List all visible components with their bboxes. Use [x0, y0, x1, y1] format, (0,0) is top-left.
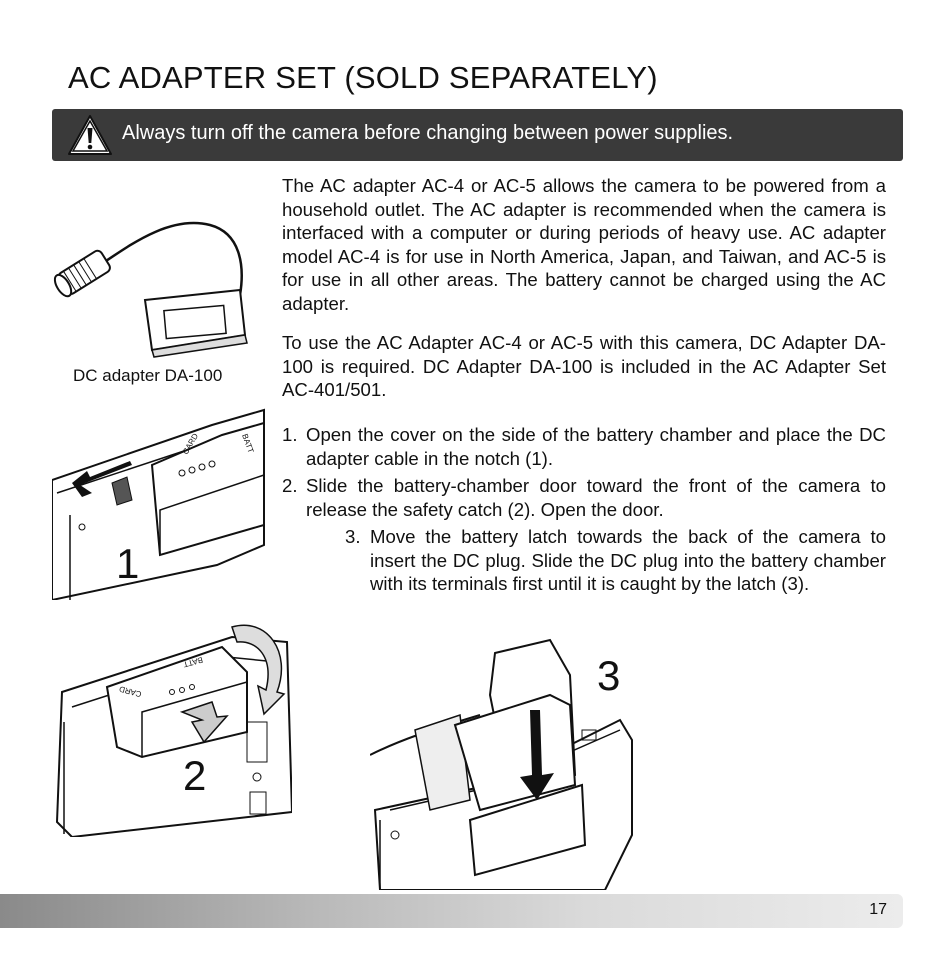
step-number: 2. [282, 475, 298, 496]
figure-1-illustration: CARD BATT [52, 405, 267, 600]
figure-3-illustration [370, 635, 640, 890]
warning-text: Always turn off the camera before changi… [122, 122, 734, 144]
step-1: 1. Open the cover on the side of the bat… [282, 423, 886, 470]
intro-paragraph: The AC adapter AC-4 or AC-5 allows the c… [282, 175, 886, 314]
figure-label-1: 1 [116, 540, 140, 587]
step-text: Move the battery latch towards the back … [370, 526, 886, 594]
step-3: 3. Move the battery latch towards the ba… [345, 525, 886, 596]
warning-banner: Always turn off the camera before changi… [52, 109, 903, 161]
step-text: Slide the battery-chamber door toward th… [306, 475, 886, 520]
footer-bar: 17 [0, 894, 903, 928]
figure-2-illustration: CARD BATT [52, 612, 292, 837]
page-number: 17 [869, 901, 887, 918]
step-number: 1. [282, 424, 298, 445]
requirement-paragraph: To use the AC Adapter AC-4 or AC-5 with … [282, 332, 886, 400]
step-text: Open the cover on the side of the batter… [306, 424, 886, 469]
dc-adapter-illustration [40, 205, 270, 365]
dc-adapter-caption: DC adapter DA-100 [73, 366, 223, 385]
step-number: 3. [345, 526, 361, 547]
figure-label-2: 2 [183, 752, 207, 799]
page-title: AC ADAPTER SET (SOLD SEPARATELY) [68, 60, 658, 95]
step-2: 2. Slide the battery-chamber door toward… [282, 474, 886, 521]
warning-triangle-icon [66, 113, 114, 157]
figure-label-3: 3 [597, 652, 621, 699]
